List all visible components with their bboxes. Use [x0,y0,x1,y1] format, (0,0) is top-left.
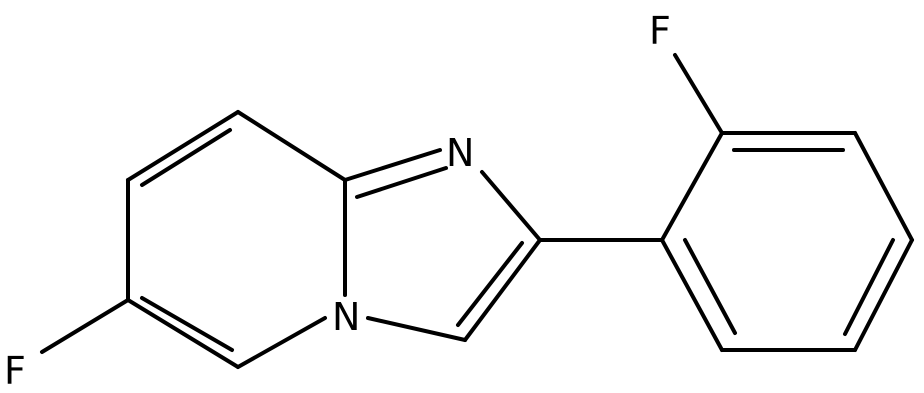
bond [366,316,467,342]
bond [480,170,542,242]
bonds [40,53,914,369]
bond [236,316,327,369]
atom-label-nitrogen-imidazole: N [446,131,474,175]
atom-label-nitrogen-bridgehead: N [332,295,360,339]
atom-label-fluorine-phenyl: F [649,9,671,53]
bond [355,166,448,199]
bond [236,110,347,182]
bond [673,53,724,135]
bond [853,131,914,242]
bond [660,238,724,352]
atom-label-fluorine-pyridine: F [4,349,26,393]
bond [126,298,240,369]
bond [843,238,895,336]
bond [853,238,914,352]
bond [343,148,442,182]
bond [683,238,737,335]
bond [660,131,724,242]
atom-labels: F N N F [4,9,671,393]
bond [456,241,524,327]
bond [126,110,240,182]
bond [463,238,542,342]
bond [40,298,130,354]
bond [140,296,234,352]
bond [140,128,232,187]
